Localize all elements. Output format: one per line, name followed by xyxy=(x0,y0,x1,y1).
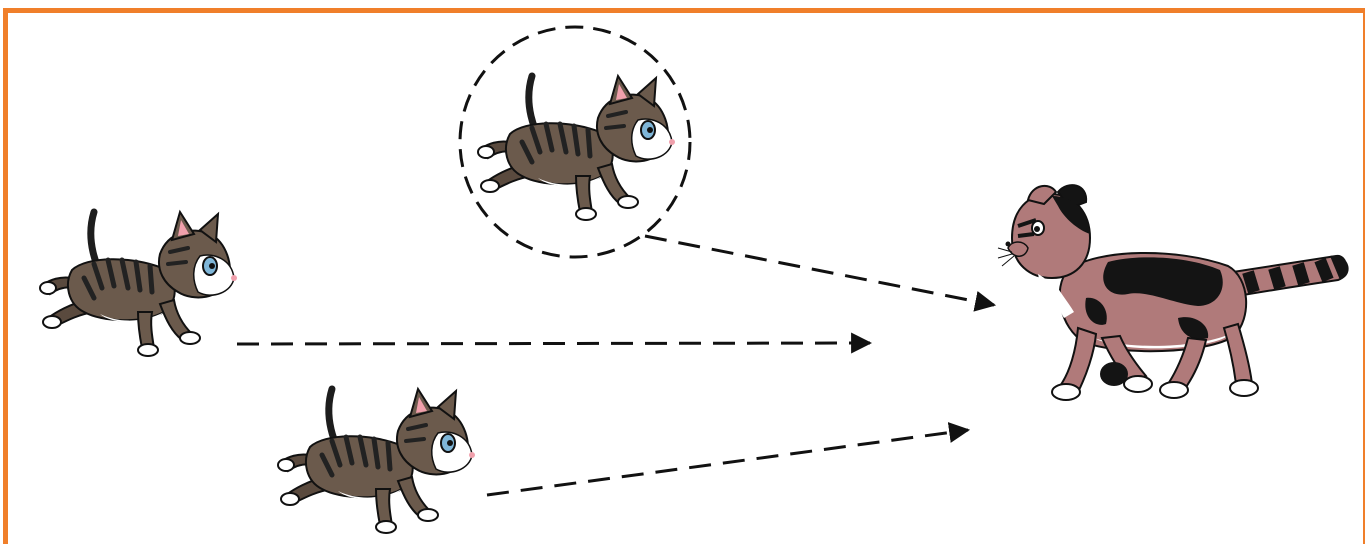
arrow-top-to-cat xyxy=(644,234,997,312)
adult-cat xyxy=(998,185,1349,400)
arrow-bottom-to-cat xyxy=(486,422,971,497)
kitten-left xyxy=(40,212,237,356)
kitten-bottom xyxy=(278,389,475,533)
arrow-left-to-cat xyxy=(236,332,873,354)
highlight-circle xyxy=(458,25,692,259)
kitten-top xyxy=(478,76,675,220)
diagram-frame xyxy=(3,8,1365,544)
